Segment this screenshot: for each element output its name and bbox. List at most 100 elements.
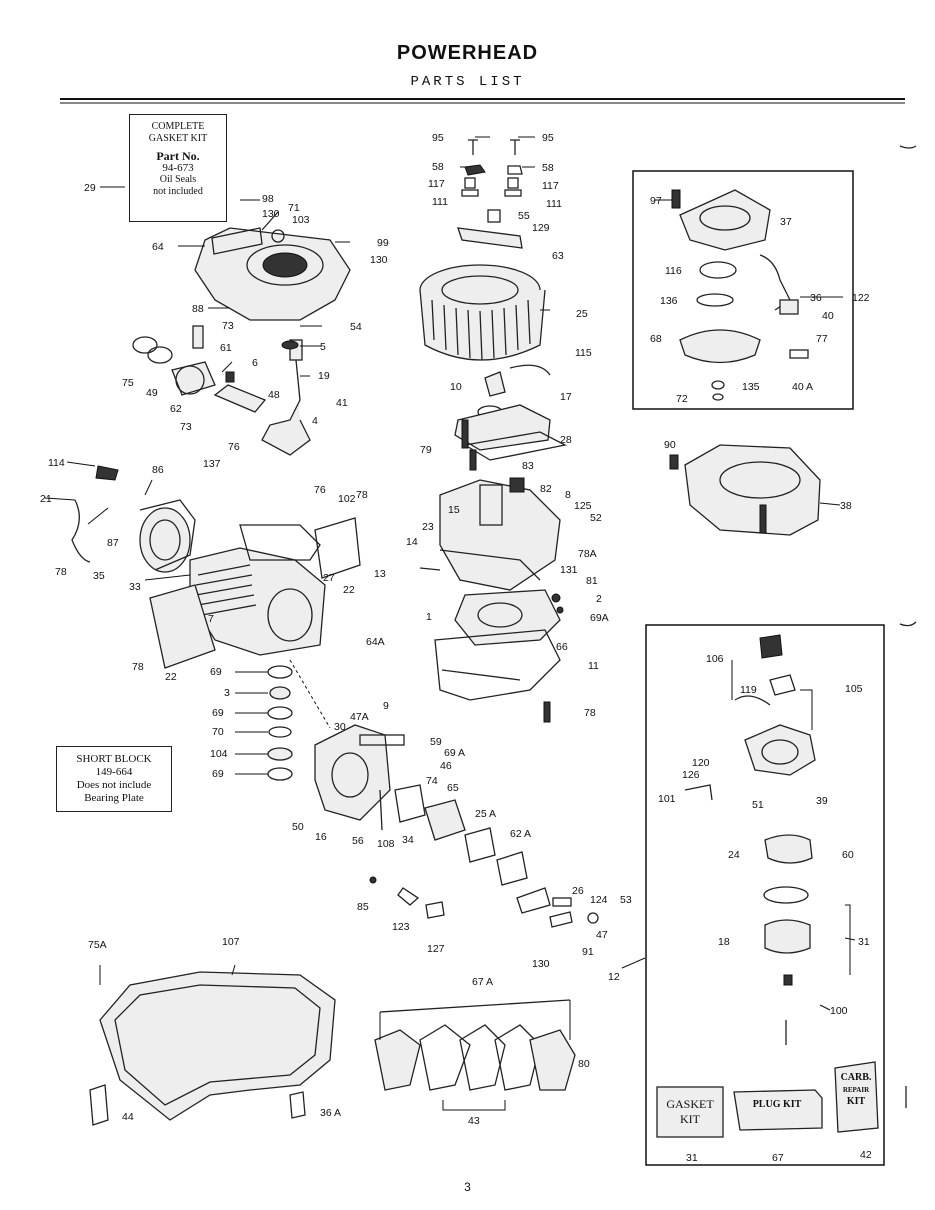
callout: 60 — [842, 849, 854, 861]
seal-stack — [267, 665, 293, 781]
callout: 102 — [338, 493, 356, 505]
callout: 107 — [222, 936, 240, 948]
callout: 88 — [192, 303, 204, 315]
callout: 97 — [650, 195, 662, 207]
stator-plate-group — [454, 364, 567, 471]
callout: 53 — [620, 894, 632, 906]
callout: 41 — [336, 397, 348, 409]
callout: 78 — [132, 661, 144, 673]
callout: 58 — [542, 162, 554, 174]
callout: 105 — [845, 683, 863, 695]
callout: 37 — [780, 216, 792, 228]
callout: 75 — [122, 377, 134, 389]
callout: 48 — [268, 389, 280, 401]
callout: 16 — [315, 831, 327, 843]
cylinder-block — [149, 517, 361, 669]
callout: 87 — [107, 537, 119, 549]
callout: 35 — [93, 570, 105, 582]
callout: 62 A — [510, 828, 531, 840]
callout: 40 — [822, 310, 834, 322]
gasket-kit-text: GASKET KIT — [666, 1097, 714, 1126]
callout: 78 — [584, 707, 596, 719]
page-title: POWERHEAD — [396, 42, 539, 64]
kit-boxes — [656, 1061, 879, 1138]
callout: 7 — [208, 613, 214, 625]
callout: 36 — [810, 292, 822, 304]
callout: 21 — [40, 493, 52, 505]
callout: 3 — [224, 687, 230, 699]
callout: 127 — [427, 943, 445, 955]
callout: 69 — [212, 707, 224, 719]
callout: 28 — [560, 434, 572, 446]
callout: 86 — [152, 464, 164, 476]
callout-labels: 29 98 130 71 103 64 99 130 88 73 54 61 5… — [40, 132, 872, 1164]
alignment-dashed-line — [289, 659, 331, 729]
leader-lines — [44, 136, 856, 1111]
callout: 17 — [560, 391, 572, 403]
callout: 47 — [596, 929, 608, 941]
callout: 114 — [48, 457, 65, 469]
callout: 23 — [422, 521, 434, 533]
callout: 43 — [468, 1115, 480, 1127]
callout: 44 — [122, 1111, 134, 1123]
callout: 30 — [334, 721, 346, 733]
callout: 19 — [318, 370, 330, 382]
callout: 73 — [180, 421, 192, 433]
rewind-starter-box — [632, 170, 854, 410]
callout: 116 — [665, 265, 682, 277]
callout: 36 A — [320, 1107, 341, 1119]
callout: 61 — [220, 342, 232, 354]
callout: 22 — [165, 671, 177, 683]
crankcase-cover — [314, 724, 405, 831]
callout: 63 — [552, 250, 564, 262]
callout: 81 — [586, 575, 598, 587]
callout: 2 — [596, 593, 602, 605]
callout: 9 — [383, 700, 389, 712]
callout: 95 — [432, 132, 444, 144]
gasket-kit-line1: COMPLETE — [151, 121, 205, 132]
intake-manifold-assembly — [374, 999, 576, 1091]
gasket-kit-label: GASKET KIT — [657, 1097, 723, 1127]
callout: 33 — [129, 581, 141, 593]
callout: 99 — [377, 237, 389, 249]
callout: 115 — [575, 347, 592, 359]
callout: 18 — [718, 936, 730, 948]
callout: 54 — [350, 321, 362, 333]
short-block-line2: 149-664 — [95, 766, 133, 778]
callout: 98 — [262, 193, 274, 205]
gasket-kit-part-label: Part No. — [156, 149, 200, 163]
callout: 65 — [447, 782, 459, 794]
gasket-kit-note1: Oil Seals — [159, 174, 197, 185]
callout: 129 — [532, 222, 550, 234]
callout: 117 — [428, 178, 445, 190]
callout: 46 — [440, 760, 452, 772]
callout: 6 — [252, 357, 258, 369]
callout: 95 — [542, 132, 554, 144]
callout: 82 — [540, 483, 552, 495]
flywheel-guard — [669, 444, 821, 536]
piston-rod-group — [132, 325, 267, 413]
rewind-starter-parts — [671, 189, 809, 401]
plug-kit-label: PLUG KIT — [744, 1098, 810, 1111]
callout: 25 A — [475, 808, 496, 820]
callout: 13 — [374, 568, 386, 580]
callout: 83 — [522, 460, 534, 472]
callout: 91 — [582, 946, 594, 958]
callout: 135 — [742, 381, 760, 393]
callout: 122 — [852, 292, 870, 304]
gasket-kit-info-box: COMPLETE GASKET KIT Part No. 94-673 Oil … — [129, 114, 227, 222]
flywheel — [419, 264, 546, 361]
callout: 70 — [212, 726, 224, 738]
callout: 64 — [152, 241, 164, 253]
page-subtitle: PARTS LIST — [410, 74, 525, 90]
callout: 8 — [565, 489, 571, 501]
callout: 15 — [448, 504, 460, 516]
callout: 72 — [676, 393, 688, 405]
callout: 50 — [292, 821, 304, 833]
callout: 80 — [578, 1058, 590, 1070]
callout: 69 — [210, 666, 222, 678]
callout: 10 — [450, 381, 462, 393]
callout: 24 — [728, 849, 740, 861]
callout: 49 — [146, 387, 158, 399]
